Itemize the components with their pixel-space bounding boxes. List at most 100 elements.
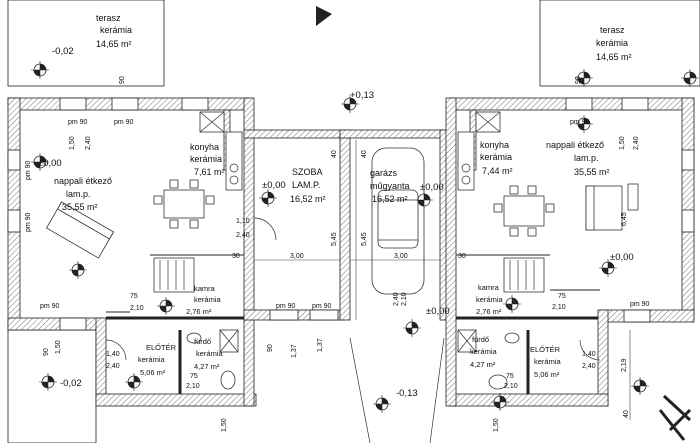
bath-right-area: 4,27 m² bbox=[470, 360, 496, 369]
hall-right-material: kerámia bbox=[476, 295, 504, 304]
kitchen-right-name: konyha bbox=[480, 140, 509, 150]
dim-pm90: pm 90 bbox=[40, 303, 60, 310]
dim-240: 2,40 bbox=[582, 363, 596, 370]
dim-545: 5,45 bbox=[361, 232, 368, 246]
dim-140: 1,40 bbox=[106, 351, 120, 358]
hall-right-name: kamra bbox=[478, 283, 500, 292]
hall-left-name: kamra bbox=[194, 284, 216, 293]
level-living-left: ±0,00 bbox=[38, 158, 62, 169]
dim-75: 75 bbox=[130, 293, 138, 300]
garage-material: műgyanta bbox=[370, 181, 410, 191]
dim-pm90: pm 90 bbox=[630, 301, 650, 308]
dimension-lines bbox=[254, 140, 631, 420]
kitchen-right-area: 7,44 m² bbox=[482, 166, 513, 176]
szoba-area: 16,52 m² bbox=[290, 194, 326, 204]
terrace-right-area bbox=[539, 0, 700, 87]
terrace-left-name: terasz bbox=[96, 13, 121, 23]
level-marker-icon bbox=[502, 294, 522, 314]
level-marker-icon bbox=[156, 296, 176, 316]
dim-137: 1,37 bbox=[317, 338, 324, 352]
dim-75: 75 bbox=[506, 373, 514, 380]
dim-240: 2,40 bbox=[236, 232, 250, 239]
kitchen-left-material: kerámia bbox=[190, 154, 222, 164]
level-top-center: +0,13 bbox=[350, 90, 374, 101]
living-right-material: lam.p. bbox=[574, 153, 599, 163]
dim-90: 90 bbox=[575, 76, 582, 84]
entry-right-area: 5,06 m² bbox=[534, 370, 560, 379]
dim-219: 2,19 bbox=[621, 358, 628, 372]
dim-75: 75 bbox=[190, 373, 198, 380]
section-flag-icon bbox=[316, 6, 332, 26]
furniture-left bbox=[45, 111, 243, 390]
living-left-material: lam.p. bbox=[66, 189, 91, 199]
dim-40: 40 bbox=[623, 410, 630, 418]
living-left-name: nappali étkező bbox=[54, 176, 112, 186]
entry-left-material: kerámia bbox=[138, 355, 166, 364]
dim-pm90: pm 90 bbox=[312, 303, 332, 310]
terrace-left-area: 14,65 m² bbox=[96, 39, 132, 49]
door-swings bbox=[105, 217, 601, 443]
szoba-material: LAM.P. bbox=[292, 180, 320, 190]
dim-pm90: pm 90 bbox=[570, 119, 590, 126]
hall-right-area: 2,76 m² bbox=[476, 307, 502, 316]
bath-left-area: 4,27 m² bbox=[194, 362, 220, 371]
dim-150: 1,50 bbox=[55, 340, 62, 354]
dim-150: 1,50 bbox=[619, 136, 626, 150]
szoba-name: SZOBA bbox=[292, 167, 323, 177]
level-living-right: ±0,00 bbox=[610, 252, 634, 263]
entry-right-material: kerámia bbox=[534, 357, 562, 366]
windows bbox=[7, 97, 695, 331]
dim-140: 1,40 bbox=[582, 351, 596, 358]
hall-left-material: kerámia bbox=[194, 295, 222, 304]
dim-pm90: pm 90 bbox=[114, 119, 134, 126]
bath-left-name: fürdő bbox=[194, 337, 211, 346]
dim-210: 2,10 bbox=[401, 292, 408, 306]
furniture-right bbox=[457, 111, 639, 390]
dim-pm90: pm 90 bbox=[276, 303, 296, 310]
dim-40: 40 bbox=[361, 150, 368, 158]
dim-210: 2,10 bbox=[552, 304, 566, 311]
dim-150: 1,50 bbox=[69, 136, 76, 150]
dim-240: 2,40 bbox=[106, 363, 120, 370]
terrace-right-material: kerámia bbox=[596, 38, 628, 48]
dim-75: 75 bbox=[558, 293, 566, 300]
level-garage: ±0,00 bbox=[420, 182, 444, 193]
dim-150: 1,50 bbox=[221, 418, 228, 432]
dim-pm90: pm 90 bbox=[68, 119, 88, 126]
dim-30: 30 bbox=[458, 253, 466, 260]
inner-partitions bbox=[106, 254, 600, 394]
dim-137: 1,37 bbox=[291, 344, 298, 358]
dim-300: 3,00 bbox=[290, 253, 304, 260]
dim-90: 90 bbox=[119, 76, 126, 84]
level-marker-icon bbox=[372, 394, 392, 414]
dim-40: 40 bbox=[331, 150, 338, 158]
level-center-floor: ±0,00 bbox=[426, 306, 450, 317]
terrace-right-area: 14,65 m² bbox=[596, 52, 632, 62]
dim-240: 2,40 bbox=[393, 292, 400, 306]
living-right-area: 35,55 m² bbox=[574, 167, 610, 177]
hall-left-area: 2,76 m² bbox=[186, 307, 212, 316]
entry-right-name: ELŐTÉR bbox=[530, 345, 561, 354]
level-bottom-left: -0,02 bbox=[60, 378, 82, 389]
dim-90: pm 90 bbox=[25, 160, 32, 180]
dim-210: 2,10 bbox=[130, 305, 144, 312]
dim-90: 90 bbox=[43, 348, 50, 356]
terrace-left-area bbox=[7, 0, 165, 87]
living-left-area: 35,55 m² bbox=[62, 202, 98, 212]
level-bottom-center: -0,13 bbox=[396, 388, 418, 399]
dim-210: 2,10 bbox=[504, 383, 518, 390]
bath-right-material: kerámia bbox=[470, 347, 498, 356]
garage-area: 16,52 m² bbox=[372, 194, 408, 204]
dim-240: 2,40 bbox=[633, 136, 640, 150]
dim-90: pm 90 bbox=[25, 212, 32, 232]
garage-name: garázs bbox=[370, 168, 398, 178]
entry-left-name: ELŐTÉR bbox=[146, 343, 177, 352]
bath-left-material: kerámia bbox=[196, 349, 224, 358]
living-right-name: nappali étkező bbox=[546, 140, 604, 150]
kitchen-left-area: 7,61 m² bbox=[194, 167, 225, 177]
dim-110: 1,10 bbox=[236, 218, 250, 225]
level-szoba: ±0,00 bbox=[262, 180, 286, 191]
dim-545: 5,45 bbox=[331, 232, 338, 246]
dim-90: 90 bbox=[267, 344, 274, 352]
